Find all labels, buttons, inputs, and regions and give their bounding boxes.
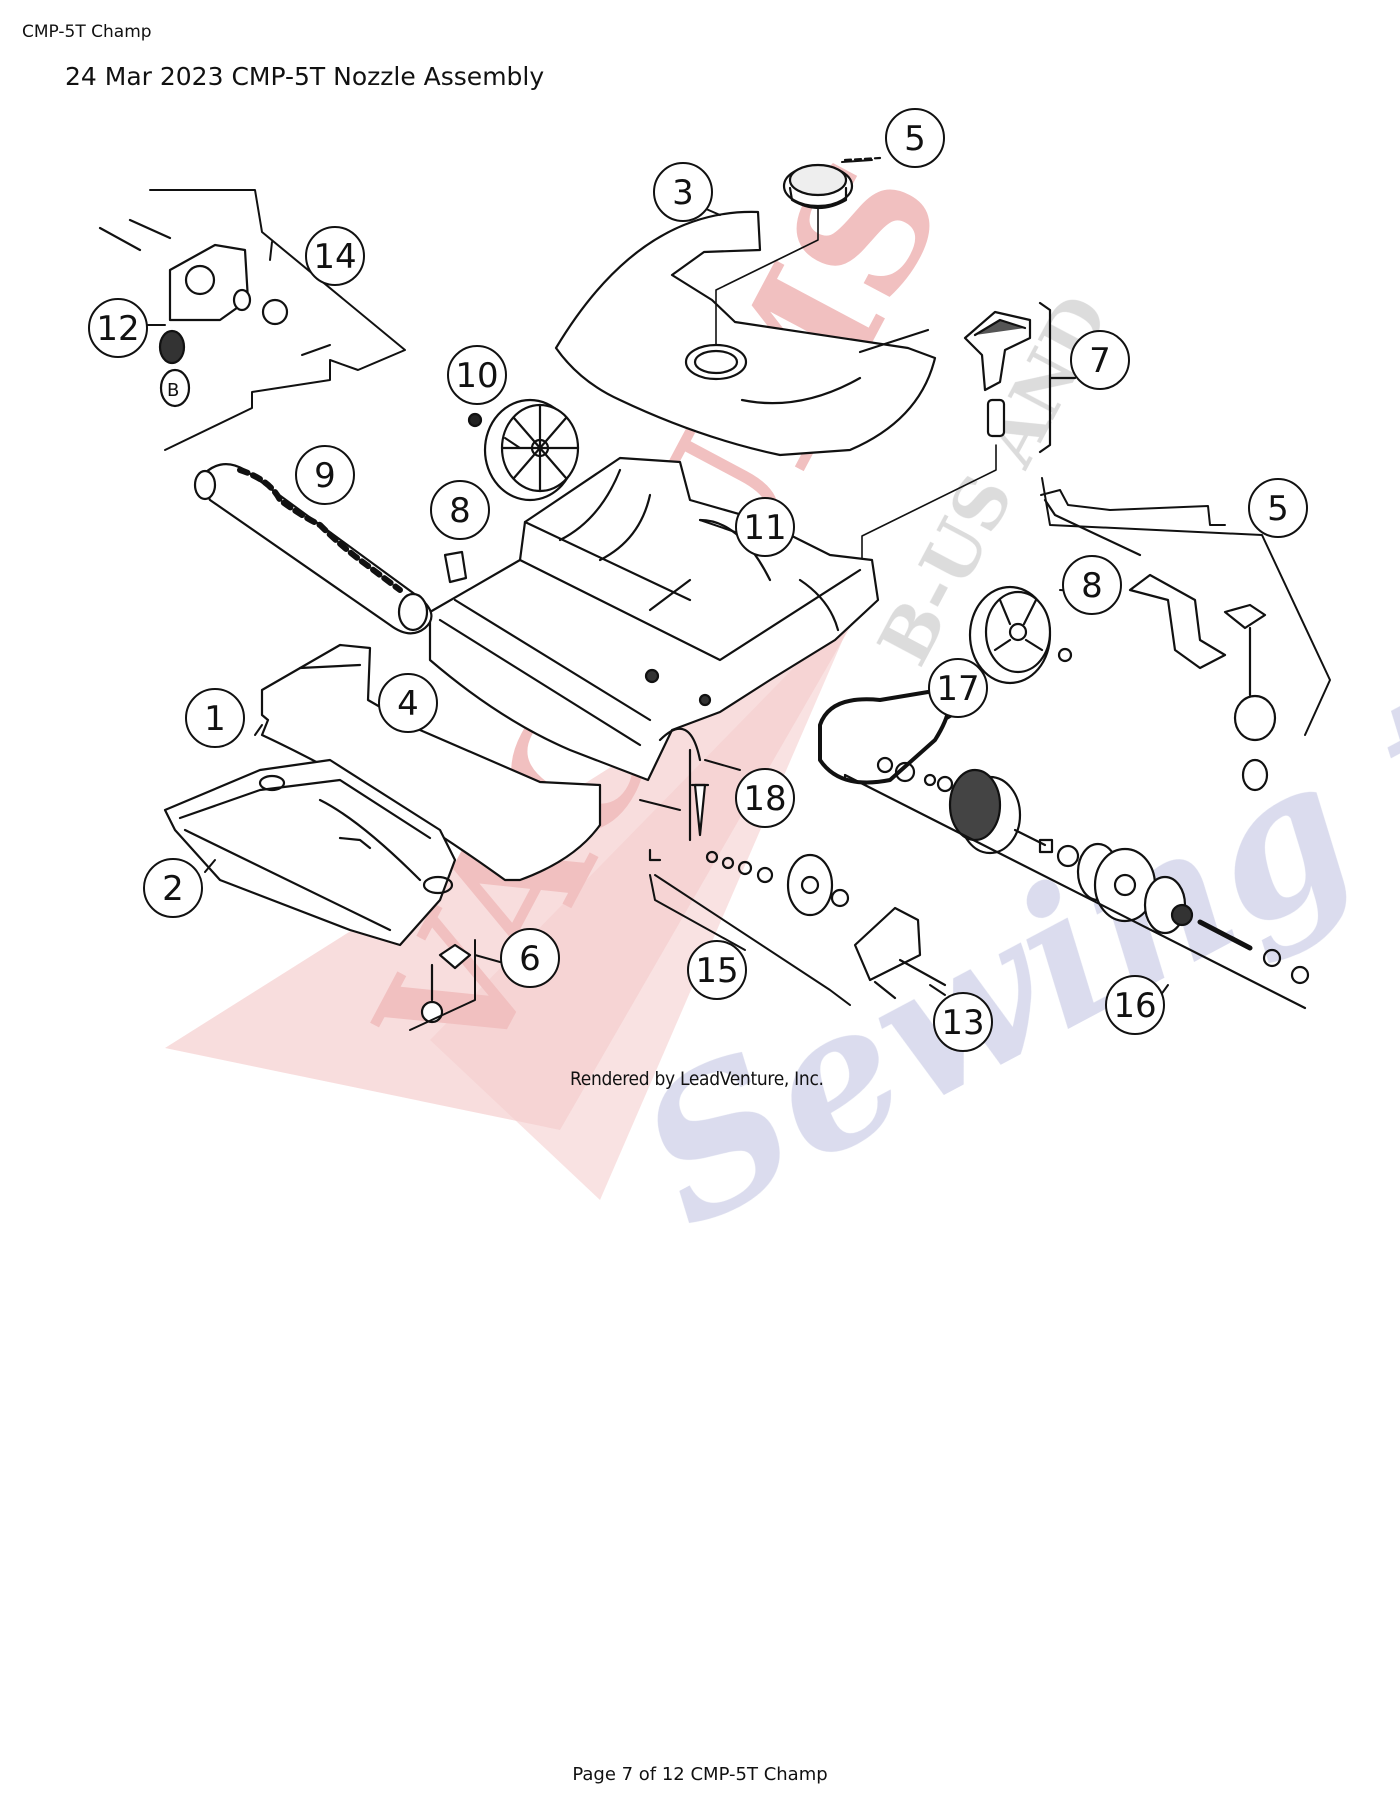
svg-text:12: 12 xyxy=(96,309,139,349)
callout-14: 14 xyxy=(305,226,365,286)
render-credit: Rendered by LeadVenture, Inc. xyxy=(570,1068,824,1090)
callout-10: 10 xyxy=(447,345,507,405)
callout-6: 6 xyxy=(500,928,560,988)
callout-3: 3 xyxy=(653,162,713,222)
callout-1: 1 xyxy=(185,688,245,748)
leader-lines xyxy=(144,159,1331,1031)
callout-5-right: 5 xyxy=(1248,478,1308,538)
callouts: 1 2 3 4 5 5 6 7 8 8 9 10 11 12 13 14 15 … xyxy=(88,108,1308,1052)
svg-text:13: 13 xyxy=(941,1003,984,1043)
callout-9: 9 xyxy=(295,445,355,505)
part-screw xyxy=(690,783,710,837)
part-axle-assembly xyxy=(648,748,850,917)
callout-8-right: 8 xyxy=(1062,555,1122,615)
callout-4: 4 xyxy=(378,673,438,733)
callout-18: 18 xyxy=(735,768,795,828)
svg-text:15: 15 xyxy=(695,951,738,991)
part-cap-top xyxy=(715,156,882,346)
svg-text:6: 6 xyxy=(519,939,541,979)
svg-text:5: 5 xyxy=(904,119,926,159)
svg-text:17: 17 xyxy=(936,669,979,709)
callout-5-top: 5 xyxy=(885,108,945,168)
callout-8-left: 8 xyxy=(430,480,490,540)
callout-7: 7 xyxy=(1070,330,1130,390)
callout-15: 15 xyxy=(687,940,747,1000)
part-base-plate xyxy=(163,758,457,947)
part-rod-clip xyxy=(1043,498,1277,792)
callout-17: 17 xyxy=(928,658,988,718)
callout-16: 16 xyxy=(1105,975,1165,1035)
callout-11: 11 xyxy=(735,497,795,557)
svg-text:8: 8 xyxy=(449,491,471,531)
svg-text:18: 18 xyxy=(743,779,786,819)
svg-text:10: 10 xyxy=(455,356,498,396)
part-bracket: B xyxy=(98,218,289,408)
svg-text:7: 7 xyxy=(1089,341,1111,381)
svg-text:9: 9 xyxy=(314,456,336,496)
document-label: CMP-5T Champ xyxy=(22,22,152,42)
svg-text:16: 16 xyxy=(1113,986,1156,1026)
callout-13: 13 xyxy=(933,992,993,1052)
page-title: 24 Mar 2023 CMP-5T Nozzle Assembly xyxy=(65,62,545,91)
part-latch xyxy=(420,943,472,1024)
callout-2: 2 xyxy=(143,858,203,918)
svg-text:11: 11 xyxy=(743,508,786,548)
part-belt xyxy=(818,688,951,785)
svg-text:4: 4 xyxy=(397,684,419,724)
svg-text:B: B xyxy=(167,380,179,401)
part-wheel-right xyxy=(968,585,1073,685)
part-bumper xyxy=(260,643,602,882)
svg-text:8: 8 xyxy=(1081,566,1103,606)
part-wheel-left xyxy=(443,398,580,584)
svg-text:1: 1 xyxy=(204,699,226,739)
svg-text:3: 3 xyxy=(672,173,694,213)
part-top-cover xyxy=(554,210,937,457)
page-footer: Page 7 of 12 CMP-5T Champ xyxy=(572,1764,828,1785)
svg-text:2: 2 xyxy=(162,869,184,909)
part-side-cover xyxy=(853,906,947,1000)
svg-text:5: 5 xyxy=(1267,489,1289,529)
part-drive-assembly xyxy=(843,756,1310,1010)
svg-text:14: 14 xyxy=(313,237,356,277)
callout-12: 12 xyxy=(88,298,148,358)
part-brushroll xyxy=(193,462,433,635)
